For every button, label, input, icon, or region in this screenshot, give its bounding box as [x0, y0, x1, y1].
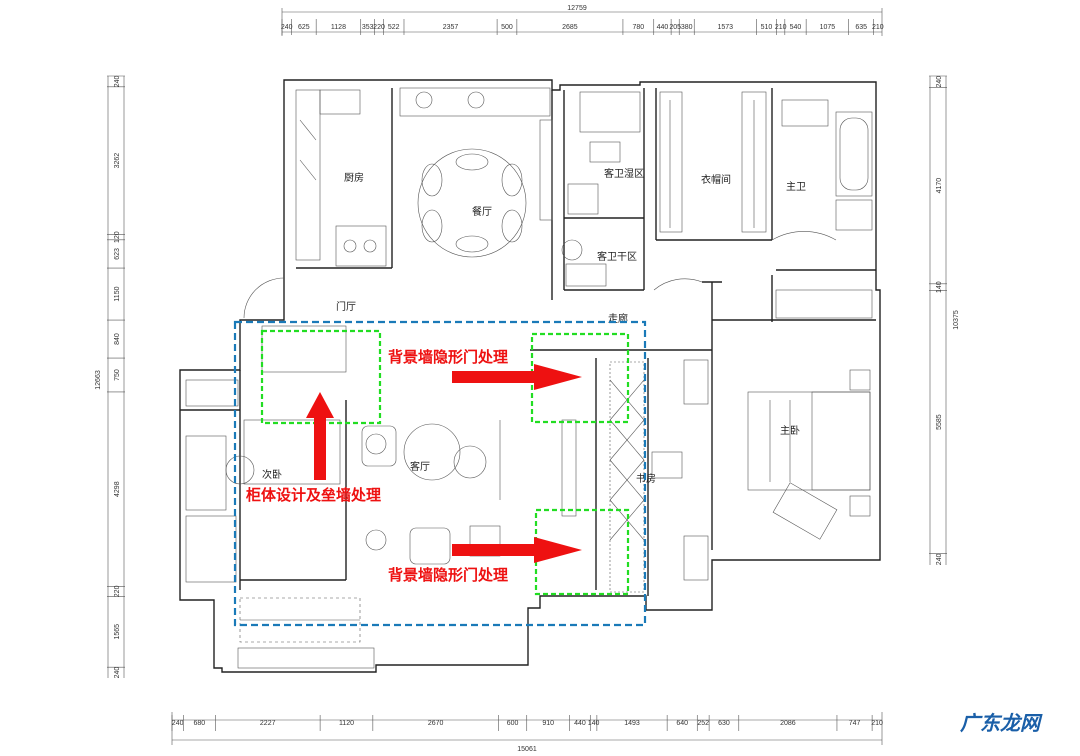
dimension-label: 680: [193, 720, 205, 727]
annotation-cabinet-wall: 柜体设计及垒墙处理: [245, 486, 381, 504]
dimension-label: 1565: [114, 624, 121, 640]
room-label-guest-bath-dry: 客卫干区: [597, 250, 637, 263]
dimension-label: 380: [681, 24, 693, 31]
room-label-master-bath: 主卫: [786, 181, 806, 193]
dimension-label: 750: [114, 369, 121, 381]
room-label-second-bedroom: 次卧: [262, 468, 282, 481]
room-label-foyer: 门厅: [336, 300, 356, 313]
dimension-label: 625: [298, 24, 310, 31]
dimension-label: 540: [790, 24, 802, 31]
room-label-living: 客厅: [410, 460, 430, 473]
dimension-label: 3262: [114, 153, 121, 169]
dimension-label: 500: [501, 24, 513, 31]
dimension-label: 2357: [443, 24, 459, 31]
room-label-kitchen: 厨房: [344, 171, 364, 184]
dimension-label: 220: [114, 585, 121, 597]
dimension-label: 240: [172, 720, 184, 727]
dimension-label: 1128: [331, 24, 346, 31]
dimension-label: 2086: [780, 720, 796, 727]
dimension-label: 5585: [936, 414, 943, 430]
watermark-logo: 广东龙网: [960, 711, 1043, 735]
bottom-total-dimension: 15061: [517, 746, 537, 753]
annotation-hidden-door-top: 背景墙隐形门处理: [388, 348, 508, 366]
dimension-label: 1075: [820, 24, 836, 31]
dimension-label: 4298: [114, 481, 121, 497]
room-label-dining: 餐厅: [472, 205, 492, 218]
top-total-dimension: 12759: [567, 5, 587, 12]
left-total-dimension: 12663: [95, 370, 102, 390]
dimension-label: 623: [114, 248, 121, 260]
dimension-label: 630: [718, 720, 730, 727]
room-labels: 厨房 餐厅 客卫湿区 客卫干区 衣帽间 主卫 门厅 走廊 客厅 次卧 书房 主卧: [262, 167, 806, 485]
room-label-closet: 衣帽间: [701, 173, 731, 186]
dimension-label: 780: [632, 24, 644, 31]
dimension-label: 440: [574, 720, 586, 727]
walls: [179, 79, 881, 673]
dimension-label: 2227: [260, 720, 276, 727]
right-total-dimension: 10375: [953, 310, 960, 330]
arrow-right-top: [452, 364, 582, 390]
dimension-label: 220: [373, 24, 385, 31]
arrow-right-bottom: [452, 537, 582, 563]
furniture: [185, 87, 873, 669]
dimension-label: 1120: [339, 720, 354, 727]
dimension-label: 747: [849, 720, 861, 727]
arrow-up-left: [306, 392, 334, 480]
dimension-label: 240: [281, 24, 293, 31]
dimension-label: 600: [507, 720, 519, 727]
dimension-label: 205: [669, 24, 681, 31]
annotation-hidden-door-bottom: 背景墙隐形门处理: [388, 566, 508, 584]
dimension-label: 140: [588, 720, 600, 727]
room-label-master-bedroom: 主卧: [780, 424, 800, 437]
dimension-label: 2670: [428, 720, 444, 727]
dimension-label: 4170: [936, 178, 943, 194]
dimension-label: 840: [114, 333, 121, 345]
dimension-label: 440: [657, 24, 669, 31]
dimension-label: 510: [761, 24, 773, 31]
dimension-label: 522: [388, 24, 400, 31]
renovation-zone-blue: [233, 320, 647, 627]
dimension-label: 210: [872, 24, 884, 31]
dimension-label: 1150: [114, 286, 121, 301]
dimension-label: 640: [676, 720, 688, 727]
dimension-label: 240: [114, 667, 121, 679]
dimension-label: 1493: [624, 720, 640, 727]
dimension-label: 210: [775, 24, 787, 31]
dimension-label: 910: [542, 720, 554, 727]
dimension-label: 120: [114, 231, 121, 243]
dimension-label: 140: [936, 281, 943, 293]
dimension-label: 1573: [718, 24, 734, 31]
dimension-label: 2685: [562, 24, 578, 31]
dimension-label: 240: [936, 76, 943, 88]
dimension-lines: [107, 8, 947, 745]
dimension-label: 210: [871, 720, 883, 727]
dimension-label: 353: [362, 24, 374, 31]
dimension-label: 252: [697, 720, 709, 727]
dimension-label: 635: [855, 24, 867, 31]
dimension-label: 240: [936, 553, 943, 565]
dimension-label: 240: [114, 75, 121, 87]
room-label-guest-bath-wet: 客卫湿区: [604, 167, 644, 180]
